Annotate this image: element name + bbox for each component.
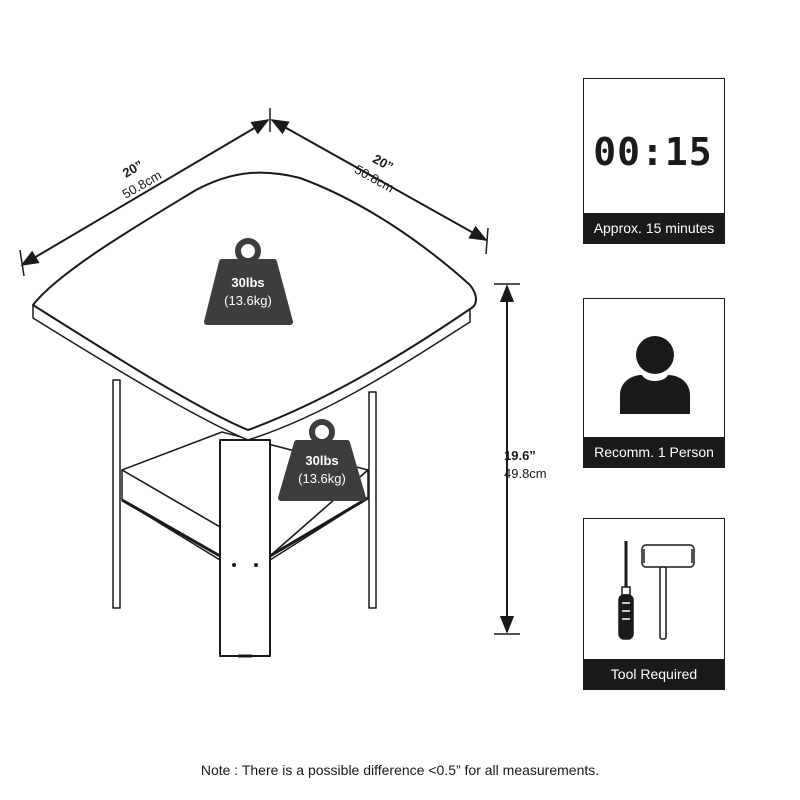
table-leg-right — [368, 391, 377, 609]
measurement-note: Note : There is a possible difference <0… — [200, 762, 600, 778]
shelf-load-metric: (13.6kg) — [298, 471, 346, 486]
screwdriver-icon — [618, 541, 634, 640]
clock-readout: 00:15 — [593, 130, 712, 174]
people-caption: Recomm. 1 Person — [584, 437, 724, 467]
height-dimension: 19.6” 49.8cm — [494, 283, 547, 635]
height-imperial: 19.6” — [504, 448, 536, 463]
weight-badge-shelf: 30lbs (13.6kg) — [278, 419, 366, 501]
weight-badge-top: 30lbs (13.6kg) — [204, 238, 293, 325]
assembly-time-card: 00:15 Approx. 15 minutes — [583, 78, 725, 244]
assembly-time-caption: Approx. 15 minutes — [584, 213, 724, 243]
person-icon — [584, 299, 724, 437]
tools-caption: Tool Required — [584, 659, 724, 689]
tools-card: Tool Required — [583, 518, 725, 690]
front-leg-panel — [219, 439, 271, 657]
top-load-metric: (13.6kg) — [224, 293, 272, 308]
table-leg-left — [112, 379, 121, 609]
digital-clock-icon: 00:15 — [584, 79, 724, 213]
shelf-load-imperial: 30lbs — [305, 453, 338, 468]
hammer-icon — [641, 544, 695, 640]
height-metric: 49.8cm — [504, 466, 547, 481]
top-load-imperial: 30lbs — [231, 275, 264, 290]
people-card: Recomm. 1 Person — [583, 298, 725, 468]
